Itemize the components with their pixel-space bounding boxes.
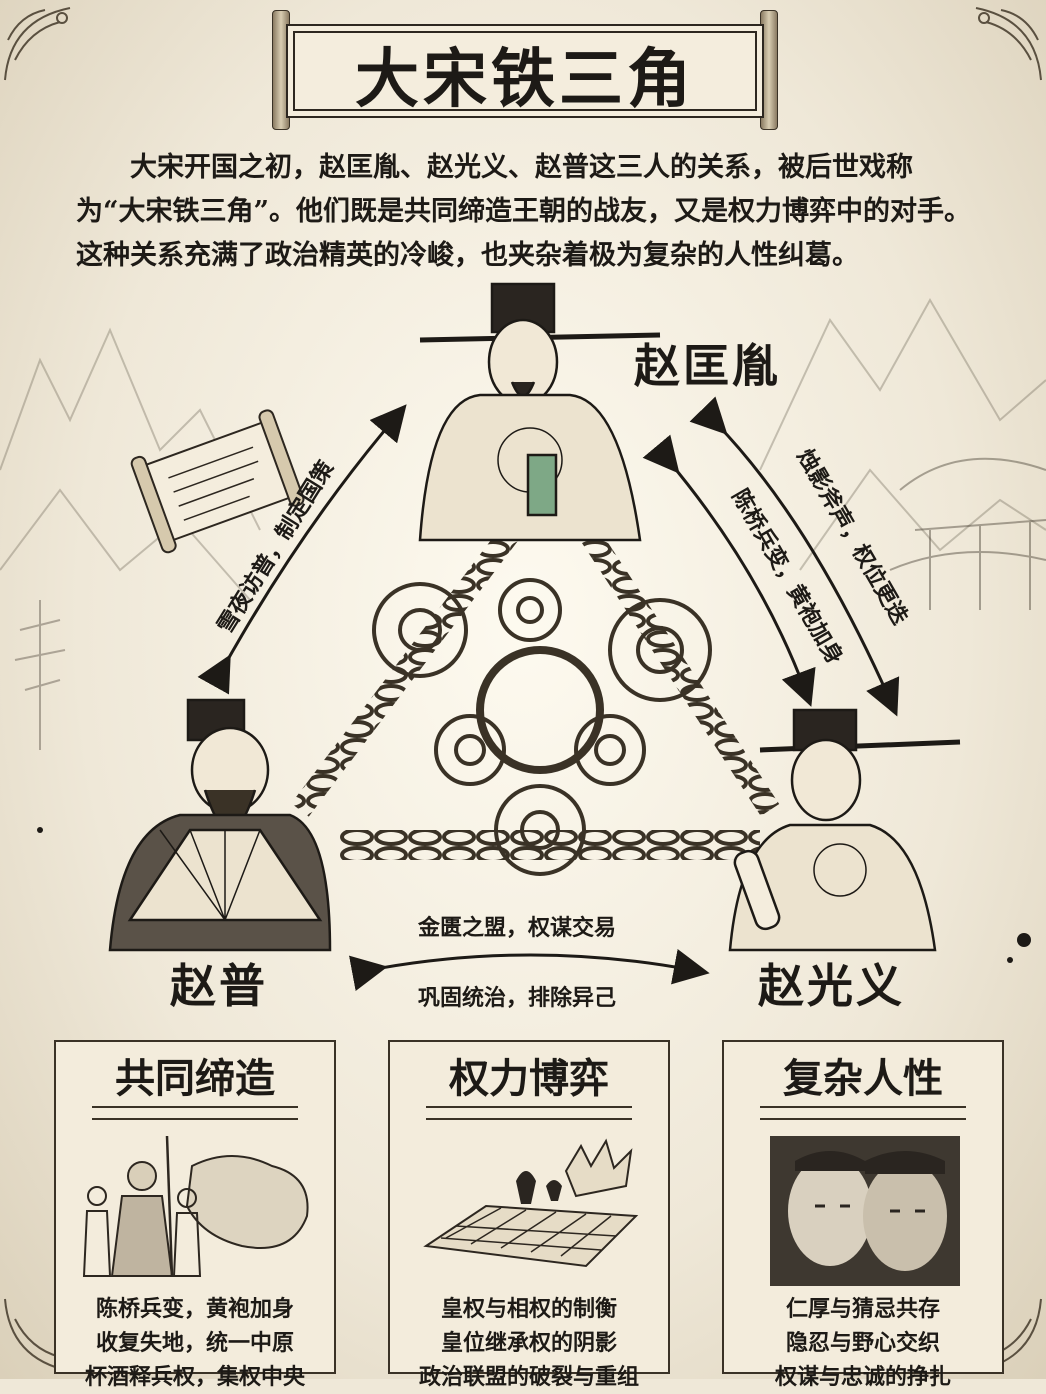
panel-co-founding: 共同缔造 陈桥兵变，黄袍加身 收复失地，统一中原 杯酒释兵权，集权中央 bbox=[54, 1040, 336, 1390]
panel-line: 政治联盟的破裂与重组 bbox=[418, 1364, 639, 1390]
panel-divider bbox=[426, 1106, 632, 1120]
arrow-right-inner bbox=[642, 434, 816, 707]
soldiers-map-illustration bbox=[72, 1126, 318, 1286]
ink-splatter bbox=[37, 827, 1031, 963]
pine-tree-icon bbox=[14, 600, 66, 750]
panel-power-game: 权力博弈 皇权与相权的制衡 皇位继承权的阴影 政治联盟的破裂与重组 bbox=[388, 1040, 670, 1390]
panel-line: 陈桥兵变，黄袍加身 bbox=[95, 1296, 294, 1322]
scroll-sheet bbox=[286, 24, 764, 118]
panel-line: 皇位继承权的阴影 bbox=[440, 1330, 617, 1356]
dragon-ornament-icon bbox=[956, 0, 1046, 90]
name-zhao-pu: 赵普 bbox=[170, 959, 268, 1013]
panel-title: 权力博弈 bbox=[449, 1055, 609, 1102]
name-zhao-kuangyin: 赵匡胤 bbox=[634, 339, 781, 393]
zhao-kuangyin-figure bbox=[418, 282, 661, 542]
diagram-artwork bbox=[0, 282, 1046, 992]
panel-line: 权谋与忠诚的挣扎 bbox=[774, 1364, 951, 1390]
panel-title: 复杂人性 bbox=[783, 1055, 943, 1102]
label-bottom-top: 金匮之盟，权谋交易 bbox=[418, 915, 617, 941]
panel-divider bbox=[92, 1106, 298, 1120]
panel-line: 隐忍与野心交织 bbox=[785, 1330, 940, 1356]
dragon-ornament-icon bbox=[0, 0, 90, 90]
zhao-guangyi-figure bbox=[728, 708, 961, 952]
name-zhao-guangyi: 赵光义 bbox=[758, 959, 905, 1013]
panel-complex-humanity: 复杂人性 仁厚与猜忌共存 隐忍与野心交织 权谋与忠诚的挣扎 bbox=[722, 1040, 1004, 1390]
title-scroll: 大宋铁三角 bbox=[272, 10, 778, 130]
panel-line: 皇权与相权的制衡 bbox=[440, 1296, 617, 1322]
chessboard-crown-illustration bbox=[406, 1126, 652, 1286]
label-bottom-bottom: 巩固统治，排除异己 bbox=[418, 985, 617, 1011]
intro-paragraph: 大宋开国之初，赵匡胤、赵光义、赵普这三人的关系，被后世戏称为“大宋铁三角”。他们… bbox=[76, 152, 972, 271]
arrow-left-side bbox=[197, 404, 407, 695]
panel-line: 仁厚与猜忌共存 bbox=[785, 1296, 940, 1322]
two-faces-illustration bbox=[740, 1126, 986, 1286]
zhao-pu-figure bbox=[108, 698, 332, 952]
panel-lines: 皇权与相权的制衡 皇位继承权的阴影 政治联盟的破裂与重组 bbox=[390, 1292, 668, 1394]
panel-lines: 仁厚与猜忌共存 隐忍与野心交织 权谋与忠诚的挣扎 bbox=[724, 1292, 1002, 1394]
panel-line: 杯酒释兵权，集权中央 bbox=[84, 1364, 305, 1390]
pavilion-icon bbox=[889, 457, 1046, 610]
arrow-bottom bbox=[348, 949, 710, 992]
panel-title: 共同缔造 bbox=[115, 1055, 275, 1102]
chain-triangle bbox=[291, 513, 780, 860]
panel-line: 收复失地，统一中原 bbox=[95, 1330, 294, 1356]
page-title: 大宋铁三角 bbox=[355, 42, 695, 117]
relationship-diagram: 赵匡胤 赵普 赵光义 雪夜访普，制定国策 烛影斧声，权位更迭 陈桥兵变，黄袍加身… bbox=[0, 270, 1046, 1030]
panel-divider bbox=[760, 1106, 966, 1120]
mountains-right bbox=[759, 297, 1046, 571]
